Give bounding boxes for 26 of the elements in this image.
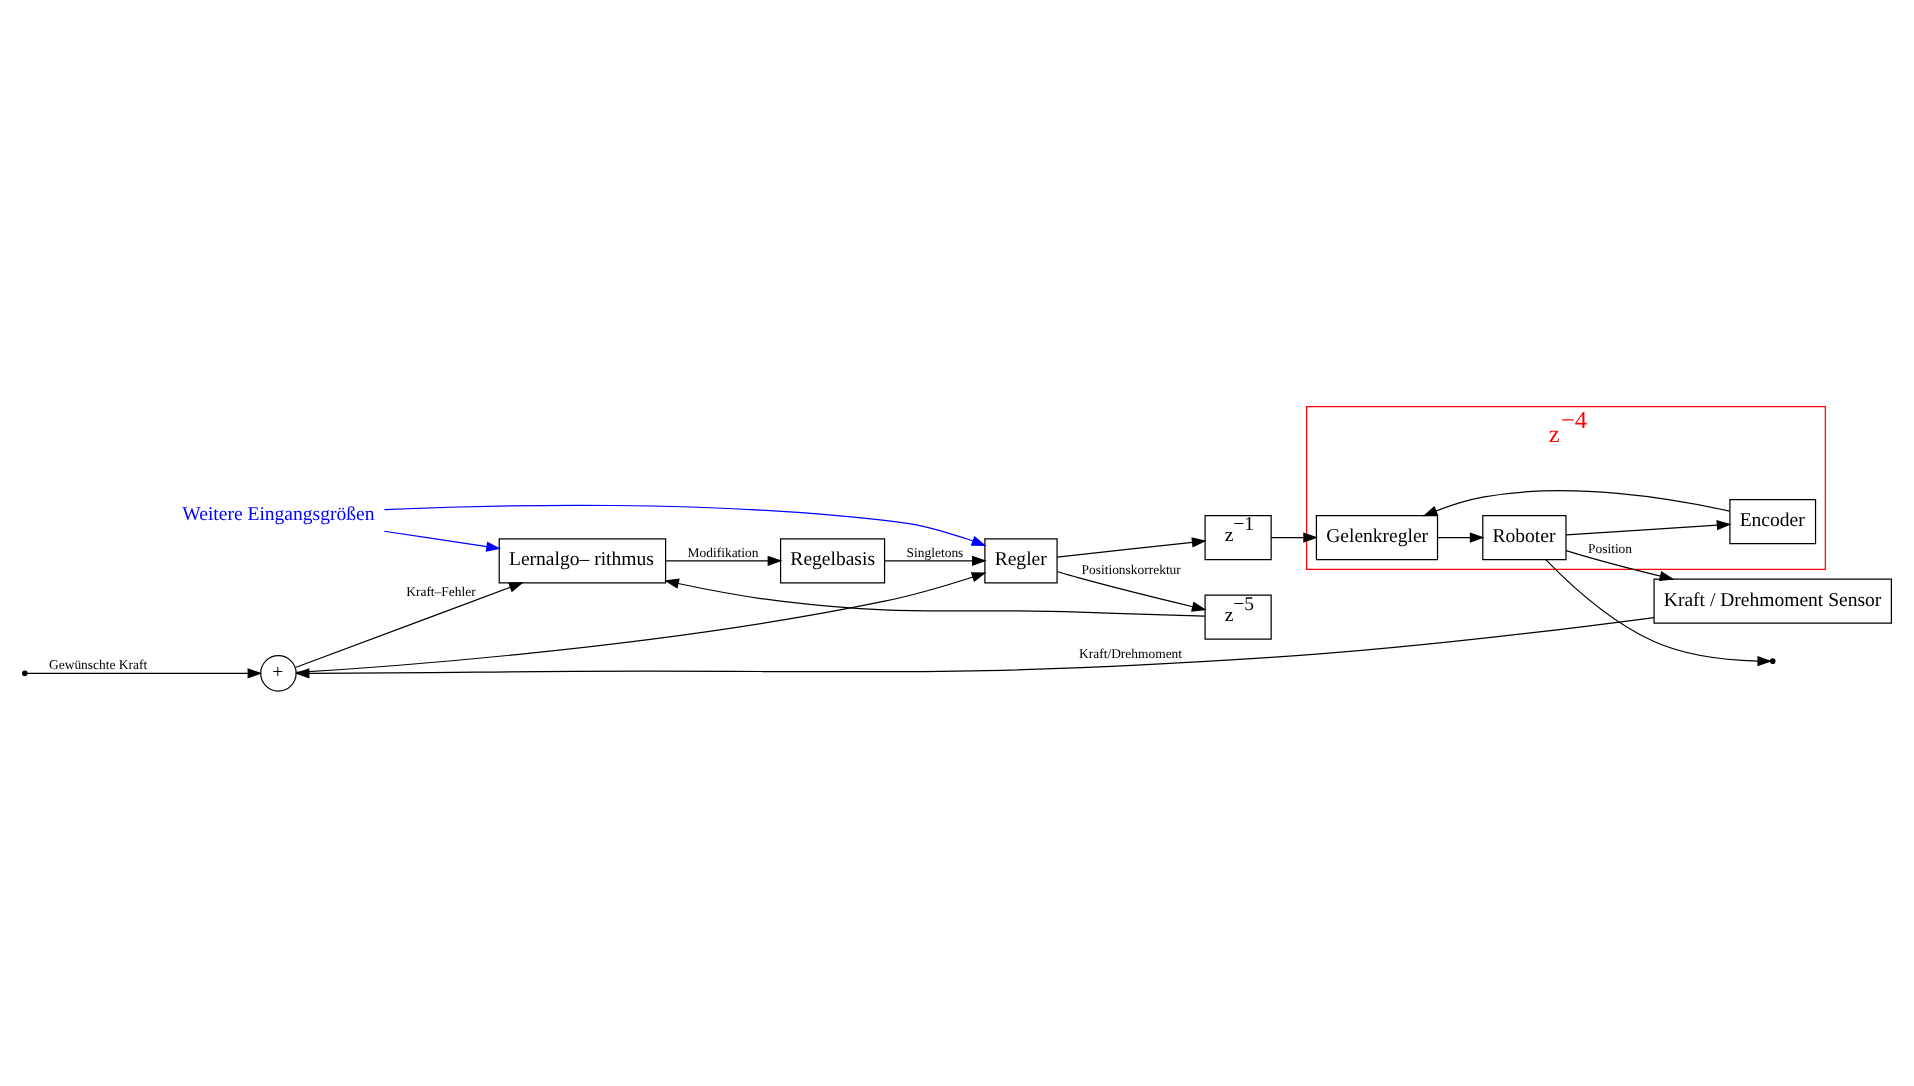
arrow: [1057, 570, 1207, 611]
arrow: [1436, 531, 1485, 542]
node-box: Lernalgo– rithmus: [498, 537, 667, 583]
arrow: [1270, 531, 1318, 542]
node-box: Regelbasis: [780, 537, 886, 583]
arrow: [295, 571, 987, 673]
node-box: Regler: [984, 537, 1058, 583]
arrow: [665, 554, 783, 565]
arrow: [884, 554, 987, 565]
arrow: [664, 577, 1206, 616]
node-box: Kraft / Drehmoment Sensor: [1653, 577, 1892, 623]
node-circle: +: [260, 654, 297, 691]
node-box: Roboter: [1482, 513, 1567, 560]
arrow: [1422, 489, 1731, 516]
node-box: Gelenkregler: [1315, 513, 1439, 560]
arrow: [294, 615, 1655, 678]
arrow: [26, 667, 263, 678]
node-box: Encoder: [1729, 498, 1817, 544]
arrow: [1056, 536, 1207, 557]
arrow: [383, 529, 501, 551]
node-text: Weitere Eingangsgrößen: [182, 503, 375, 526]
arrow: [1565, 549, 1675, 581]
arrow: [383, 503, 987, 545]
arrow: [1565, 519, 1732, 535]
arrow: [294, 581, 524, 668]
arrow: [1545, 558, 1773, 666]
